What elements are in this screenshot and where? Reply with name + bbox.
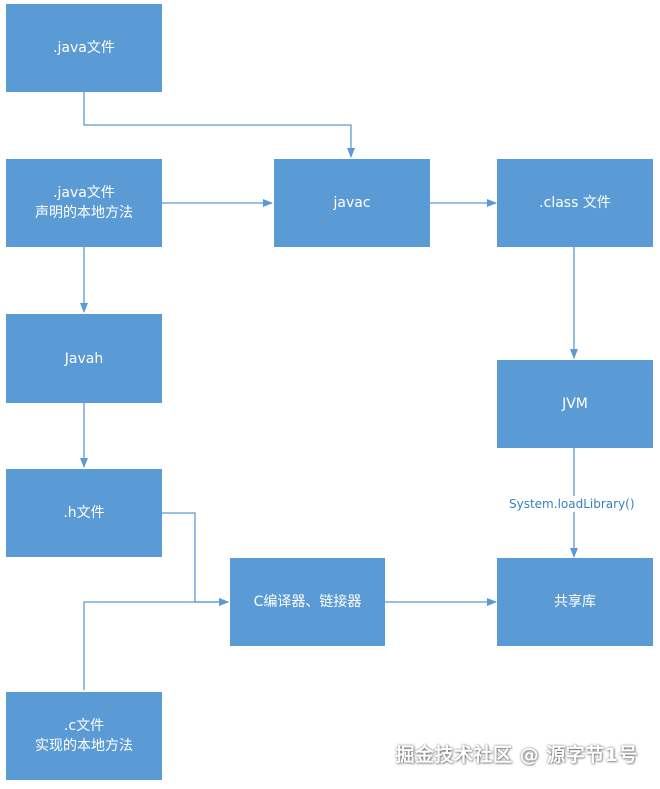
node-c-compiler-line-1: C编译器、链接器	[253, 594, 362, 610]
node-java-file: .java文件	[6, 4, 162, 92]
node-class-file-line-1: .class 文件	[539, 195, 611, 211]
node-class-file: .class 文件	[497, 159, 653, 247]
watermark-text: 掘金技术社区 @ 源字节1号	[395, 744, 638, 766]
edge-java-to-javac	[83, 92, 355, 158]
node-c-file-line-2: 实现的本地方法	[35, 738, 133, 754]
edge-label-load-library: System.loadLibrary()	[507, 496, 637, 512]
node-java-native-line-1: .java文件	[53, 185, 115, 201]
node-java-file-line-1: .java文件	[53, 40, 115, 56]
node-shared-lib-line-1: 共享库	[554, 594, 596, 610]
node-javah-line-1: Javah	[64, 350, 104, 367]
node-java-native: .java文件 声明的本地方法	[6, 159, 162, 247]
node-javah: Javah	[6, 314, 162, 403]
edge-h-to-compiler	[162, 512, 229, 606]
node-javac: javac	[274, 159, 430, 247]
node-jvm: JVM	[497, 360, 653, 448]
node-jvm-line-1: JVM	[562, 396, 588, 412]
node-java-native-line-2: 声明的本地方法	[35, 205, 133, 221]
node-c-file: .c文件 实现的本地方法	[6, 692, 162, 780]
edge-c-to-compiler	[83, 598, 229, 690]
node-c-file-line-1: .c文件	[63, 718, 105, 734]
node-h-file-line-1: .h文件	[63, 505, 105, 521]
node-h-file: .h文件	[6, 469, 162, 557]
node-javac-line-1: javac	[333, 195, 371, 211]
node-shared-lib: 共享库	[497, 558, 653, 646]
node-c-compiler: C编译器、链接器	[230, 558, 385, 646]
